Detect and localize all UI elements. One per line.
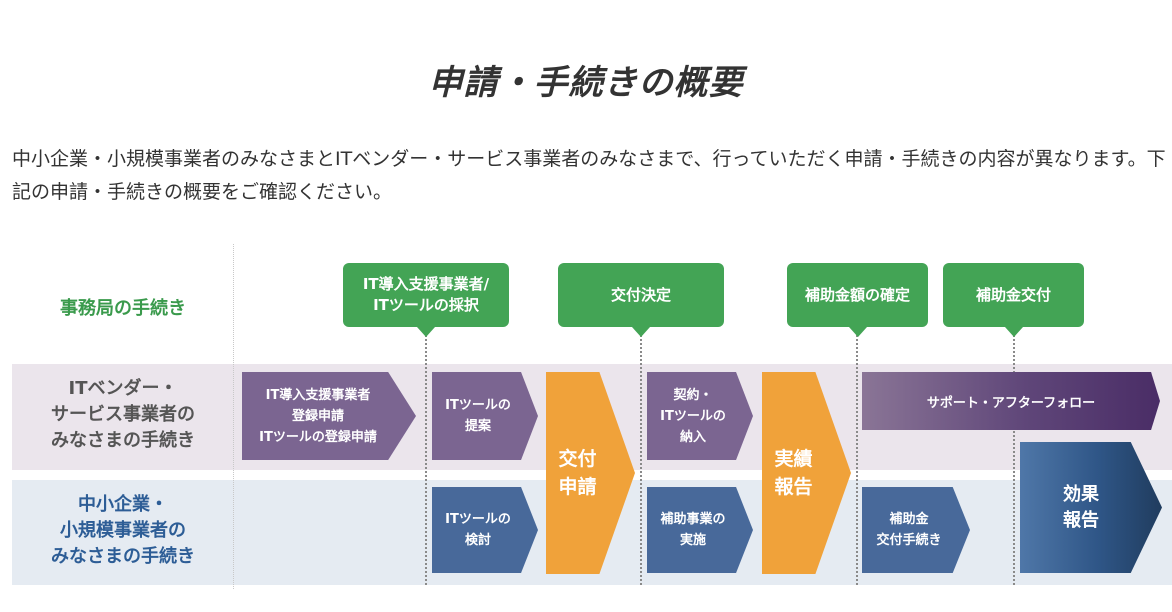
vendor-step-support: サポート・アフターフォロー [862,372,1160,430]
secretariat-step-selection: IT導入支援事業者/ITツールの採択 [343,263,509,337]
intro-text: 中小企業・小規模事業者のみなさまとITベンダー・サービス事業者のみなさまで、行っ… [12,148,1166,203]
milestone-line-selection [425,335,427,585]
row-label-secretariat: 事務局の手続き [60,298,186,319]
row-label-sme: 中小企業・ 小規模事業者の みなさまの手続き [51,494,195,567]
sme-step-implementation: 補助事業の実施 [647,487,753,573]
milestone-line-payment [1013,335,1015,585]
sme-step-review: ITツールの検討 [432,487,538,573]
sme-step-effect-report: 効果報告 [1020,442,1162,573]
secretariat-step-amount-fixed: 補助金額の確定 [787,263,928,337]
row-label-vendor: ITベンダー・ サービス事業者の みなさまの手続き [51,378,195,451]
vendor-step-proposal: ITツールの提案 [432,372,538,460]
secretariat-step-decision: 交付決定 [558,263,724,337]
label-column-divider [233,244,234,589]
milestone-line-decision [640,335,642,585]
page-title: 申請・手続きの概要 [428,63,744,103]
secretariat-step-payment: 補助金交付 [943,263,1084,337]
milestone-line-amount-fixed [856,335,858,585]
vendor-step-contract: 契約・ITツールの納入 [647,372,753,460]
sme-step-grant-procedure: 補助金交付手続き [862,487,970,573]
